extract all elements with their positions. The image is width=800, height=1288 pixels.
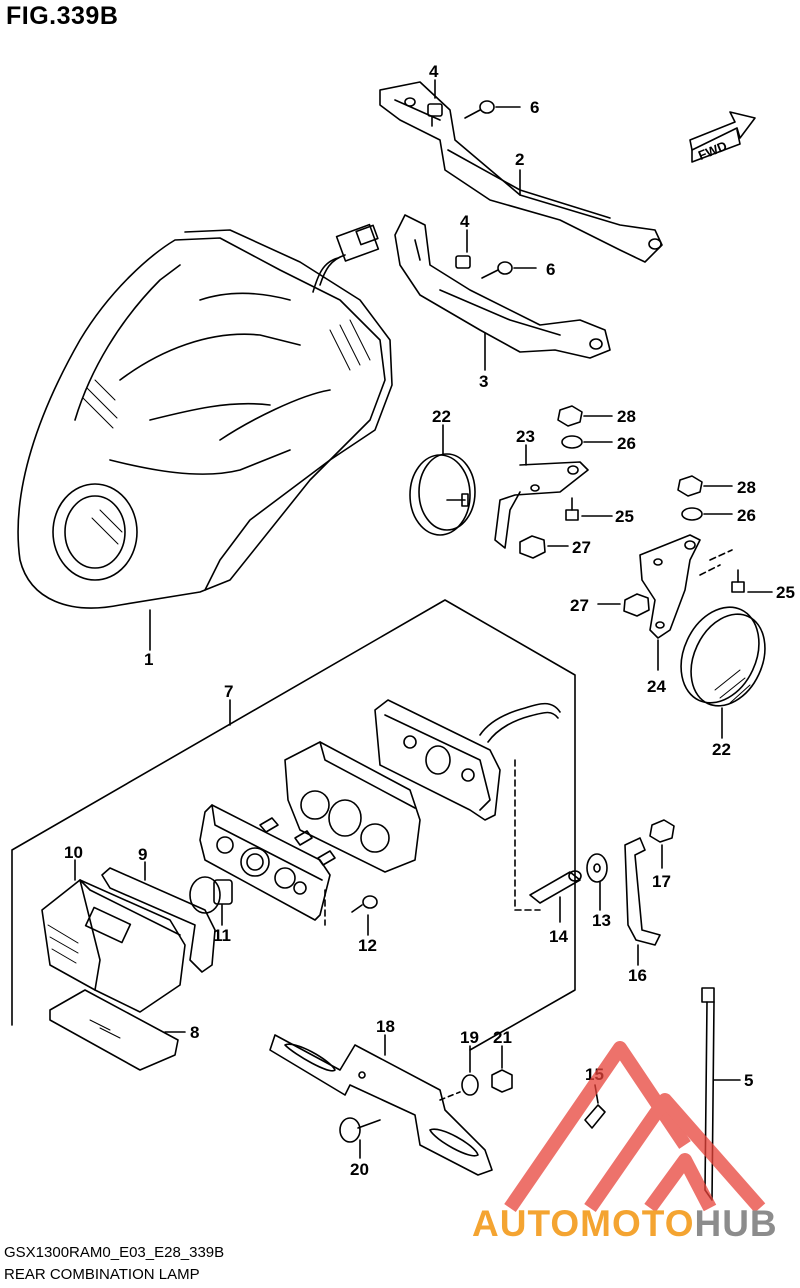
nut-27-upper	[519, 535, 569, 559]
callout-4-upper: 4	[429, 62, 439, 81]
screw-25-right	[731, 569, 773, 593]
part-2-upper-bracket	[379, 81, 663, 263]
part-13-washer	[586, 853, 608, 911]
part-22-reflector-upper	[409, 424, 476, 536]
callout-11: 11	[213, 926, 231, 945]
watermark-logo-icon	[504, 1041, 766, 1213]
nut-28-right	[677, 475, 733, 497]
washer-26-upper	[561, 435, 613, 449]
part-7-lamp-body	[284, 741, 421, 873]
callout-25-upper: 25	[615, 507, 634, 526]
part-23-reflector-bracket	[494, 444, 589, 549]
part-22-reflector-right	[680, 606, 766, 739]
callout-7: 7	[224, 682, 233, 701]
part-8-license-lens	[49, 989, 186, 1071]
callout-8: 8	[190, 1023, 199, 1042]
screw-25-upper	[565, 497, 613, 521]
callout-24: 24	[647, 677, 666, 696]
part-14-spacer	[529, 870, 582, 923]
callout-23: 23	[516, 427, 535, 446]
callout-27-upper: 27	[572, 538, 591, 557]
part-7-group-outline	[11, 599, 576, 1051]
part-18-license-bracket	[269, 1034, 493, 1176]
watermark-part-moto: MOTO	[580, 1203, 695, 1244]
callout-18: 18	[376, 1017, 395, 1036]
callout-13: 13	[592, 911, 611, 930]
fwd-arrow-icon	[689, 111, 756, 163]
part-21-nut	[491, 1045, 513, 1093]
part-10-lens	[41, 859, 186, 1013]
bolt-4-upper	[427, 79, 443, 127]
bolt-6-upper	[464, 100, 521, 119]
bolt-4-lower	[455, 229, 471, 269]
callout-5: 5	[744, 1071, 753, 1090]
callout-26-right: 26	[737, 506, 756, 525]
callout-10: 10	[64, 843, 83, 862]
callout-27-right: 27	[570, 596, 589, 615]
nut-27-right	[597, 593, 650, 617]
part-1-lamp-housing	[17, 223, 393, 651]
part-9-gasket	[101, 861, 216, 973]
part-24-reflector-bracket	[639, 534, 733, 671]
callout-16: 16	[628, 966, 647, 985]
callout-2: 2	[515, 150, 524, 169]
watermark-part-hub: HUB	[694, 1203, 778, 1244]
callout-22-right: 22	[712, 740, 731, 759]
part-19-washer	[439, 1045, 479, 1101]
callout-1: 1	[144, 650, 153, 669]
callout-17: 17	[652, 872, 671, 891]
watermark-part-auto: AUTO	[472, 1203, 581, 1244]
callout-3: 3	[479, 372, 488, 391]
callout-26-upper: 26	[617, 434, 636, 453]
figure-title: FIG.339B	[6, 2, 119, 30]
callout-12: 12	[358, 936, 377, 955]
figure-name: REAR COMBINATION LAMP	[4, 1266, 200, 1283]
lamp-socket-plate	[199, 804, 336, 921]
nut-28-upper	[557, 405, 613, 427]
callout-20: 20	[350, 1160, 369, 1179]
callout-28-right: 28	[737, 478, 756, 497]
part-11-bulb	[189, 876, 233, 926]
callout-25-right: 25	[776, 583, 795, 602]
part-17-nut	[649, 819, 675, 869]
part-16-plate-bracket	[624, 837, 661, 966]
watermark-text: AUTOMOTOHUB	[472, 1203, 778, 1245]
figure-code: GSX1300RAM0_E03_E28_339B	[4, 1244, 225, 1261]
callout-22-upper: 22	[432, 407, 451, 426]
callout-6-upper: 6	[530, 98, 539, 117]
callout-6-lower: 6	[546, 260, 555, 279]
lamp-rear-gasket	[374, 699, 561, 911]
part-3-lower-bracket	[394, 214, 611, 371]
callout-9: 9	[138, 845, 147, 864]
bolt-6-lower	[481, 261, 537, 279]
part-20-screw	[339, 1117, 381, 1159]
callout-28-upper: 28	[617, 407, 636, 426]
part-12-screw	[324, 889, 378, 936]
callout-19: 19	[460, 1028, 479, 1047]
callout-4-lower: 4	[460, 212, 470, 231]
callout-21: 21	[493, 1028, 512, 1047]
callout-14: 14	[549, 927, 568, 946]
washer-26-right	[681, 507, 733, 521]
